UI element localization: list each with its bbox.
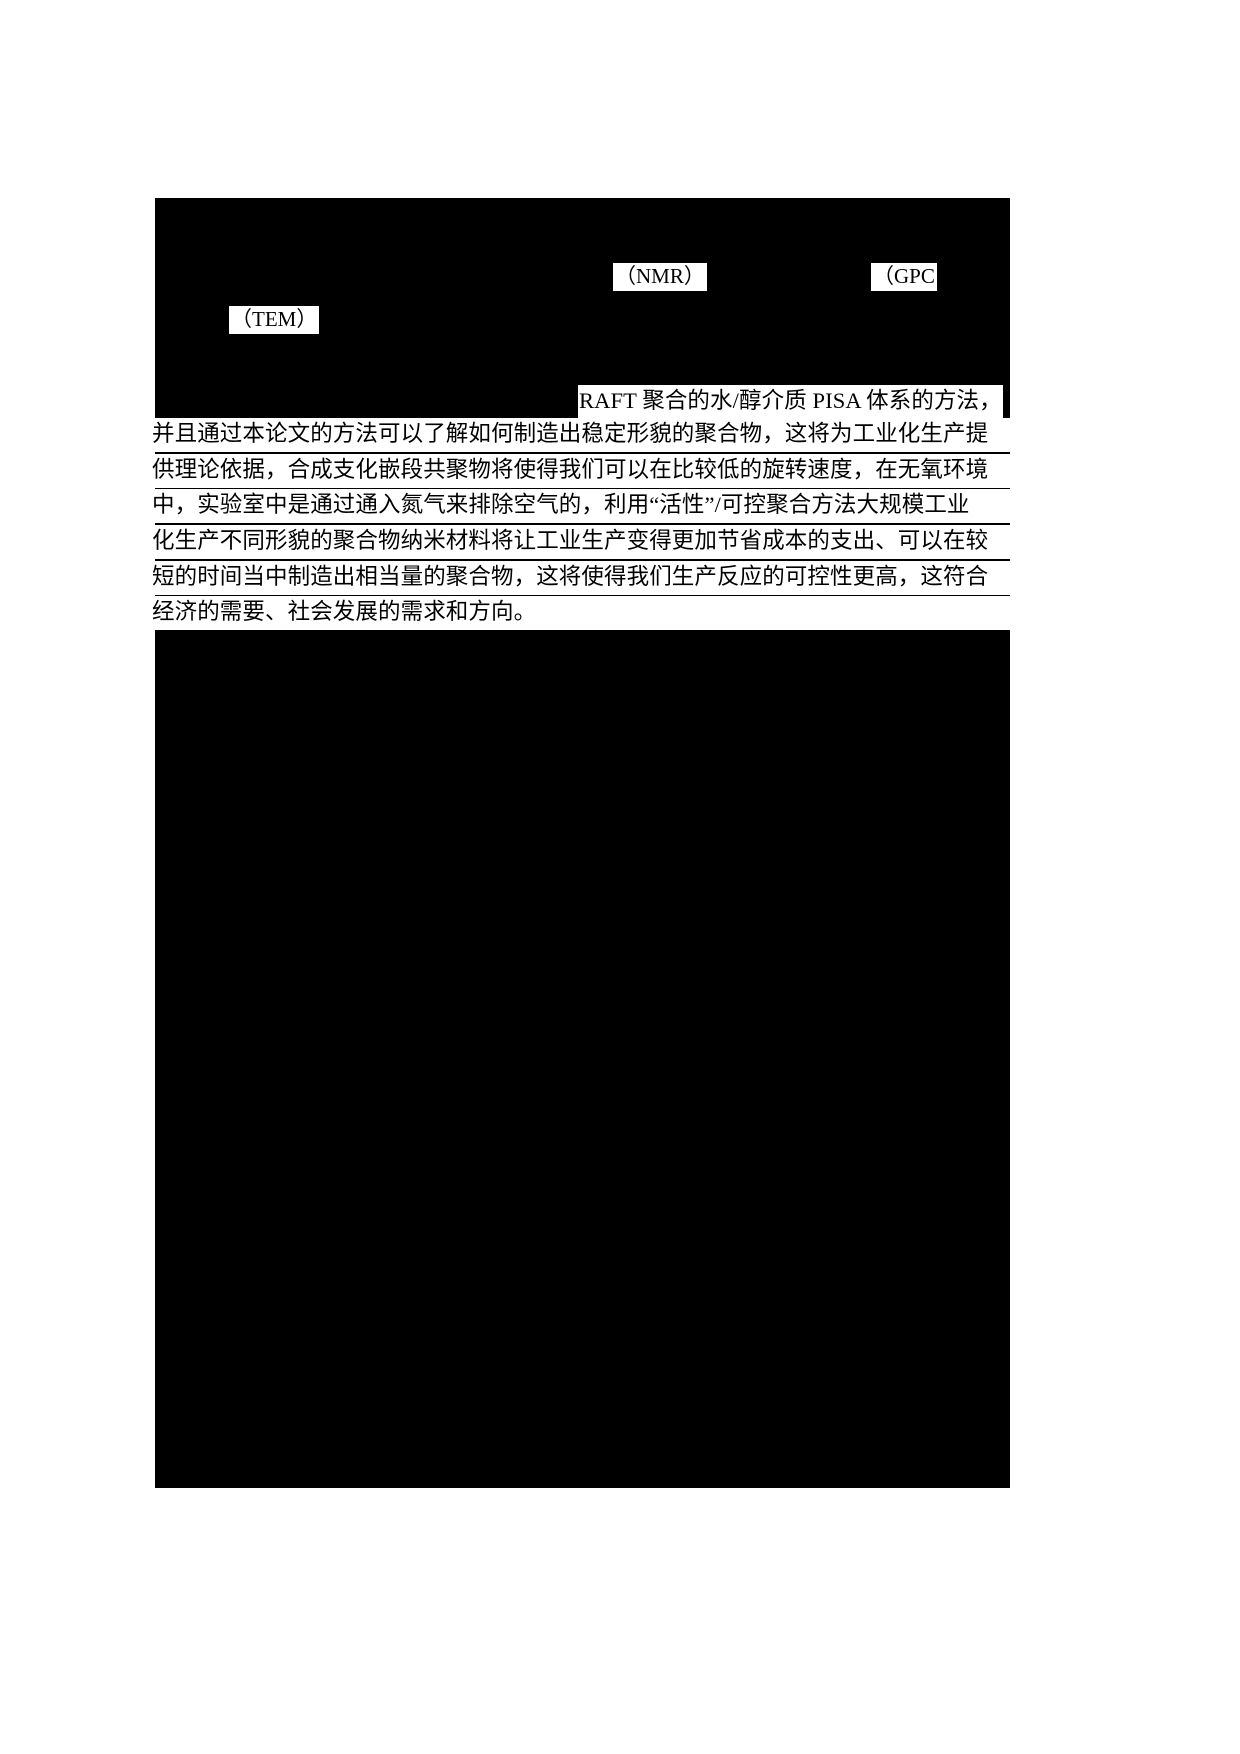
revealed-label-nmr: （NMR） [613,263,707,291]
revealed-paragraph-line-1: 并且通过本论文的方法可以了解如何制造出稳定形貌的聚合物，这将为工业化生产提 [152,418,1088,452]
revealed-paragraph-line-4: 化生产不同形貌的聚合物纳米材料将让工业生产变得更加节省成本的支出、可以在较 [152,525,1088,559]
revealed-label-tem: （TEM） [229,306,320,334]
revealed-label-gpc: （GPC [871,263,937,291]
revealed-paragraph-line-raft: RAFT 聚合的水/醇介质 PISA 体系的方法， [578,385,1003,419]
revealed-paragraph-line-3: 中，实验室中是通过通入氮气来排除空气的，利用“活性”/可控聚合方法大规模工业 [152,489,1088,523]
revealed-paragraph-line-6: 经济的需要、社会发展的需求和方向。 [152,596,1088,630]
revealed-paragraph-line-2: 供理论依据，合成支化嵌段共聚物将使得我们可以在比较低的旋转速度，在无氧环境 [152,454,1088,488]
revealed-paragraph-line-5: 短的时间当中制造出相当量的聚合物，这将使得我们生产反应的可控性更高，这符合 [152,561,1088,595]
